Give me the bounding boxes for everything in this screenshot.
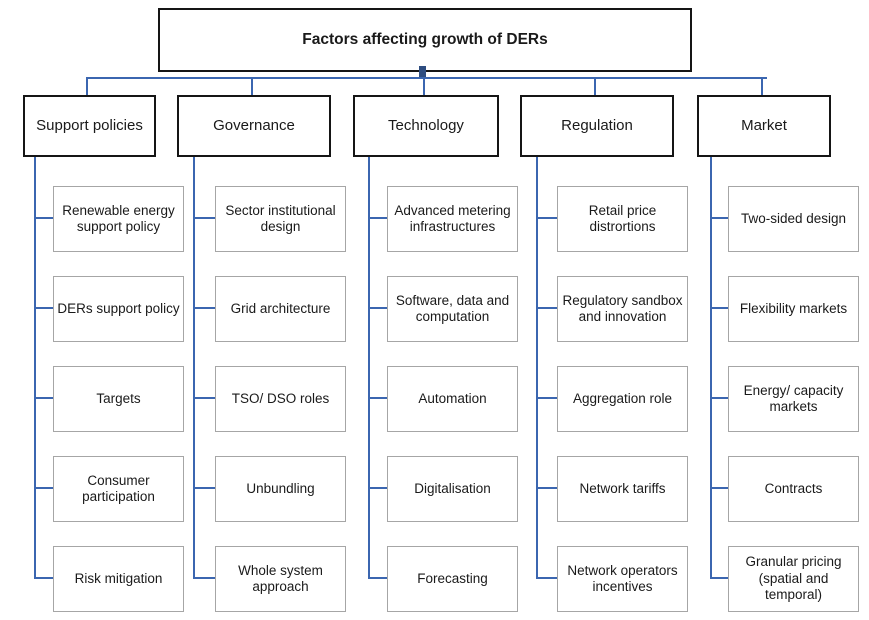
factor-label: TSO/ DSO roles (231, 390, 330, 406)
connector-column-spine (193, 157, 195, 579)
connector-title-stub (419, 66, 426, 79)
factor-box-unbundling: Unbundling (215, 456, 346, 522)
connector-item-stub (34, 307, 53, 309)
factor-label: Software, data and computation (395, 292, 510, 324)
factor-label: Automation (418, 390, 487, 406)
connector-item-stub (34, 487, 53, 489)
connector-column-spine (536, 157, 538, 579)
connector-item-stub (368, 397, 387, 399)
connector-item-stub (193, 397, 215, 399)
factor-label: Aggregation role (572, 390, 673, 406)
factor-box-digitalisation: Digitalisation (387, 456, 518, 522)
factor-label: Consumer participation (82, 472, 155, 504)
factor-label: Sector institutional design (225, 202, 336, 234)
factor-label: Network operators incentives (567, 562, 678, 594)
factor-label: Energy/ capacity markets (743, 382, 844, 414)
connector-item-stub (536, 307, 557, 309)
connector-header-stub-5 (761, 79, 763, 95)
factor-box-aggregation-role: Aggregation role (557, 366, 688, 432)
header-market: Market (697, 95, 831, 157)
factor-box-sector-institutional-design: Sector institutional design (215, 186, 346, 252)
connector-item-stub (536, 487, 557, 489)
connector-item-stub (34, 397, 53, 399)
factor-box-regulatory-sandbox-innovation: Regulatory sandbox and innovation (557, 276, 688, 342)
header-technology: Technology (353, 95, 499, 157)
header-label: Support policies (36, 116, 143, 134)
factor-box-tso-dso-roles: TSO/ DSO roles (215, 366, 346, 432)
factor-box-network-operators-incentives: Network operators incentives (557, 546, 688, 612)
header-label: Market (741, 116, 787, 134)
factor-label: Renewable energy support policy (62, 202, 175, 234)
connector-item-stub (536, 577, 557, 579)
header-label: Technology (388, 116, 464, 134)
factor-box-grid-architecture: Grid architecture (215, 276, 346, 342)
factor-label: Targets (96, 390, 141, 406)
header-label: Governance (213, 116, 295, 134)
factor-label: Flexibility markets (739, 300, 848, 316)
factor-box-renewable-energy-support-policy: Renewable energy support policy (53, 186, 184, 252)
header-regulation: Regulation (520, 95, 674, 157)
connector-column-spine (710, 157, 712, 579)
factor-label: Regulatory sandbox and innovation (562, 292, 683, 324)
factor-box-forecasting: Forecasting (387, 546, 518, 612)
connector-header-stub-3 (423, 79, 425, 95)
factor-box-whole-system-approach: Whole system approach (215, 546, 346, 612)
factor-label: Whole system approach (238, 562, 323, 594)
factor-box-granular-pricing: Granular pricing (spatial and temporal) (728, 546, 859, 612)
factor-label: Risk mitigation (74, 570, 163, 586)
factor-box-ders-support-policy: DERs support policy (53, 276, 184, 342)
connector-item-stub (368, 217, 387, 219)
factor-label: DERs support policy (57, 300, 180, 316)
connector-column-spine (368, 157, 370, 579)
factor-box-flexibility-markets: Flexibility markets (728, 276, 859, 342)
diagram-title: Factors affecting growth of DERs (302, 31, 548, 48)
factor-label: Grid architecture (230, 300, 331, 316)
factor-box-energy-capacity-markets: Energy/ capacity markets (728, 366, 859, 432)
connector-item-stub (536, 217, 557, 219)
factor-label: Granular pricing (spatial and temporal) (745, 554, 842, 603)
connector-header-stub-1 (86, 79, 88, 95)
header-governance: Governance (177, 95, 331, 157)
connector-item-stub (710, 217, 728, 219)
connector-item-stub (710, 577, 728, 579)
connector-item-stub (34, 217, 53, 219)
factor-box-network-tariffs: Network tariffs (557, 456, 688, 522)
factor-label: Digitalisation (414, 480, 491, 496)
connector-item-stub (710, 397, 728, 399)
factor-box-two-sided-design: Two-sided design (728, 186, 859, 252)
connector-item-stub (193, 487, 215, 489)
connector-column-spine (34, 157, 36, 579)
connector-item-stub (193, 307, 215, 309)
connector-item-stub (536, 397, 557, 399)
diagram-title-box: Factors affecting growth of DERs (158, 8, 692, 72)
factor-box-software-data-computation: Software, data and computation (387, 276, 518, 342)
connector-top-horizontal (86, 77, 767, 79)
connector-header-stub-2 (251, 79, 253, 95)
connector-header-stub-4 (594, 79, 596, 95)
factor-label: Contracts (764, 480, 823, 496)
factor-label: Forecasting (417, 570, 488, 586)
connector-item-stub (710, 487, 728, 489)
factor-label: Advanced metering infrastructures (394, 202, 511, 234)
factor-label: Retail price distrortions (588, 202, 657, 234)
factor-box-consumer-participation: Consumer participation (53, 456, 184, 522)
connector-item-stub (368, 307, 387, 309)
factor-box-risk-mitigation: Risk mitigation (53, 546, 184, 612)
factor-box-retail-price-distortions: Retail price distrortions (557, 186, 688, 252)
connector-item-stub (193, 217, 215, 219)
factor-label: Unbundling (246, 480, 315, 496)
connector-item-stub (193, 577, 215, 579)
factor-label: Network tariffs (579, 480, 666, 496)
factor-label: Two-sided design (740, 210, 847, 226)
header-label: Regulation (561, 116, 633, 134)
header-support-policies: Support policies (23, 95, 156, 157)
connector-item-stub (368, 577, 387, 579)
factor-box-contracts: Contracts (728, 456, 859, 522)
connector-item-stub (34, 577, 53, 579)
connector-item-stub (368, 487, 387, 489)
factor-box-automation: Automation (387, 366, 518, 432)
factor-box-advanced-metering-infrastructures: Advanced metering infrastructures (387, 186, 518, 252)
connector-item-stub (710, 307, 728, 309)
factor-box-targets: Targets (53, 366, 184, 432)
